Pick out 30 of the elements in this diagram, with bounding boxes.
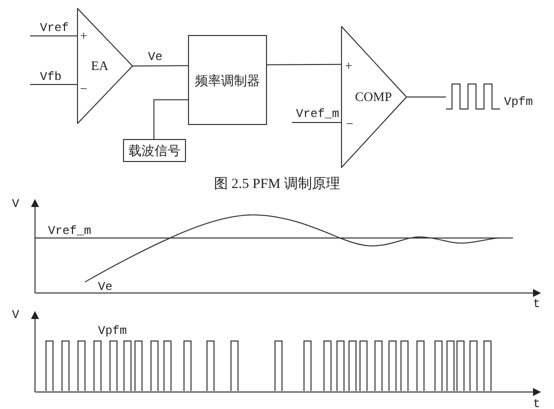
signal-label: Vpfm <box>504 96 533 108</box>
process-box: 频率调制器 <box>188 35 267 125</box>
connector-line <box>406 96 446 98</box>
sign-label: + <box>80 29 88 42</box>
signal-label: Vfb <box>40 70 62 83</box>
amplifier-triangle <box>77 8 133 124</box>
signal-label: Vref_m <box>296 108 340 120</box>
amplifier-label: EA <box>91 59 108 72</box>
connector-line <box>153 99 188 140</box>
axis-label: t <box>533 298 540 310</box>
connector-line <box>292 122 342 124</box>
amplifier-triangle <box>341 26 407 168</box>
curve-label: Vref_m <box>48 225 92 237</box>
connector-line <box>30 35 78 36</box>
signal-label: Ve <box>148 51 162 63</box>
signal-label: Vref <box>40 22 69 34</box>
amplifier-label: COMP <box>355 90 392 103</box>
connector-line <box>30 84 78 86</box>
curve-label: Ve <box>98 281 112 293</box>
sign-label: − <box>80 82 88 95</box>
waveform-label: Vpfm <box>98 325 127 337</box>
sign-label: − <box>346 117 354 130</box>
axis-label: t <box>533 398 540 409</box>
axis-label: V <box>12 309 20 321</box>
sign-label: + <box>345 59 352 72</box>
connector-line <box>266 64 342 66</box>
axis-label: V <box>12 198 20 210</box>
process-box: 载波信号 <box>123 139 186 162</box>
connector-line <box>132 65 188 66</box>
figure-caption: 图 2.5 PFM 调制原理 <box>212 178 342 192</box>
